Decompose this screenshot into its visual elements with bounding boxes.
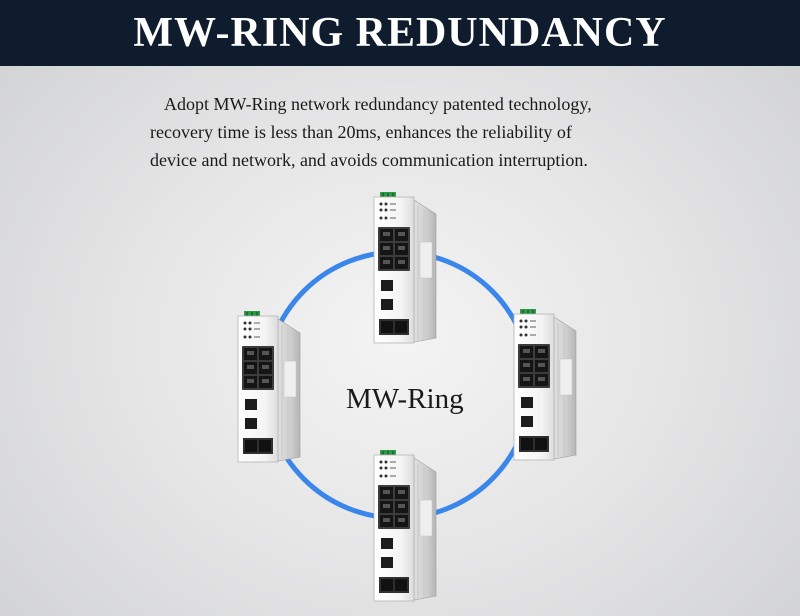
description-line: device and network, and avoids communica… — [150, 150, 588, 170]
header-banner: MW-RING REDUNDANCY — [0, 0, 800, 66]
switch-device-top — [373, 191, 437, 344]
description-line: Adopt MW-Ring network redundancy patente… — [164, 94, 592, 114]
switch-device-left — [237, 310, 301, 463]
page-title: MW-RING REDUNDANCY — [133, 10, 667, 56]
switch-device-right — [513, 308, 577, 461]
description-line: recovery time is less than 20ms, enhance… — [150, 122, 572, 142]
ring-label: MW-Ring — [346, 383, 464, 415]
description: Adopt MW-Ring network redundancy patente… — [150, 90, 670, 174]
switch-device-bottom — [373, 449, 437, 602]
